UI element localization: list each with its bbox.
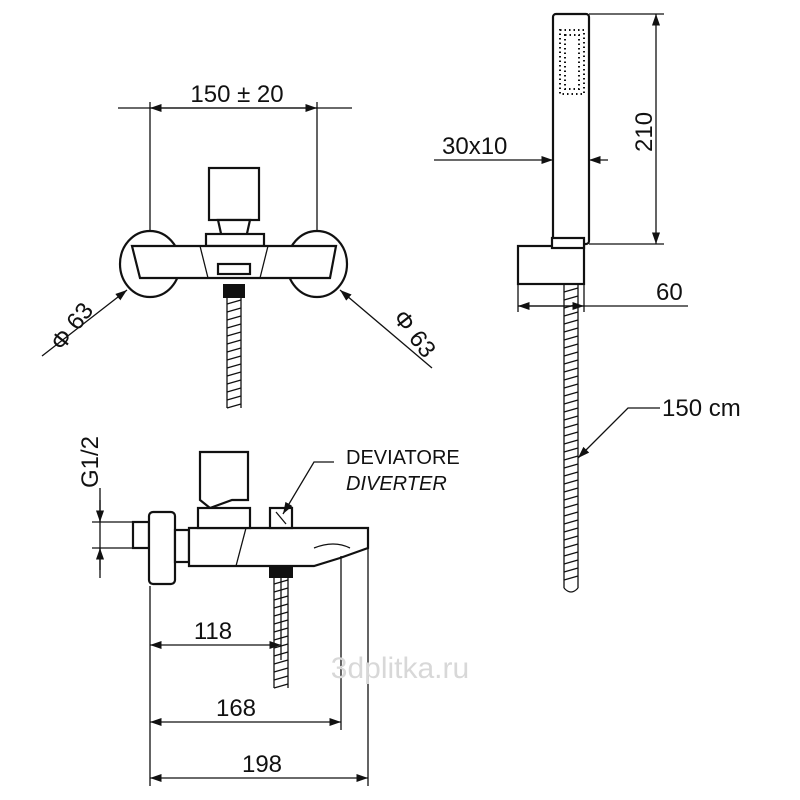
- dim-168-label: 168: [216, 695, 256, 722]
- diverter-label-it: DEVIATORE: [346, 447, 460, 469]
- mixer-side-view: G1/2 DEVIATORE DIVERTER 118: [77, 436, 460, 786]
- dim-198-label: 198: [242, 751, 282, 778]
- hose-length-label: 150 cm: [662, 395, 741, 422]
- lever-handle: [207, 166, 261, 222]
- width-dimension-label: 150 ± 20: [190, 81, 283, 108]
- thread-label: G1/2: [77, 436, 104, 488]
- dim-118-label: 118: [194, 618, 232, 645]
- side-body: [187, 526, 370, 568]
- hose-length-leader: [577, 407, 660, 459]
- side-outlet: [269, 566, 293, 578]
- shower-hose: [563, 284, 579, 593]
- wall-connector: [131, 520, 151, 550]
- shower-head: [551, 12, 591, 246]
- wall-flange: [147, 510, 177, 586]
- length-dim-label: 210: [631, 112, 658, 152]
- shower-holder: [516, 244, 586, 286]
- hose-top-view: [226, 298, 242, 409]
- mixer-top-view: 150 ± 20 Φ 63 Φ 63: [41, 81, 441, 409]
- right-diameter-label: Φ 63: [387, 305, 441, 363]
- diverter-label-en: DIVERTER: [346, 473, 447, 495]
- spray-nozzles: [559, 29, 585, 95]
- diverter-leader: [282, 461, 334, 515]
- outlet-connector: [223, 284, 245, 298]
- section-dim-label: 30x10: [442, 133, 507, 160]
- hand-shower-view: 30x10 210 60 150 cm: [434, 12, 741, 593]
- right-diameter-leader: [339, 289, 433, 369]
- holder-dim-label: 60: [656, 279, 683, 306]
- watermark: 3dplitka.ru: [331, 652, 469, 685]
- left-diameter-leader: [41, 289, 128, 357]
- side-lever: [198, 450, 250, 510]
